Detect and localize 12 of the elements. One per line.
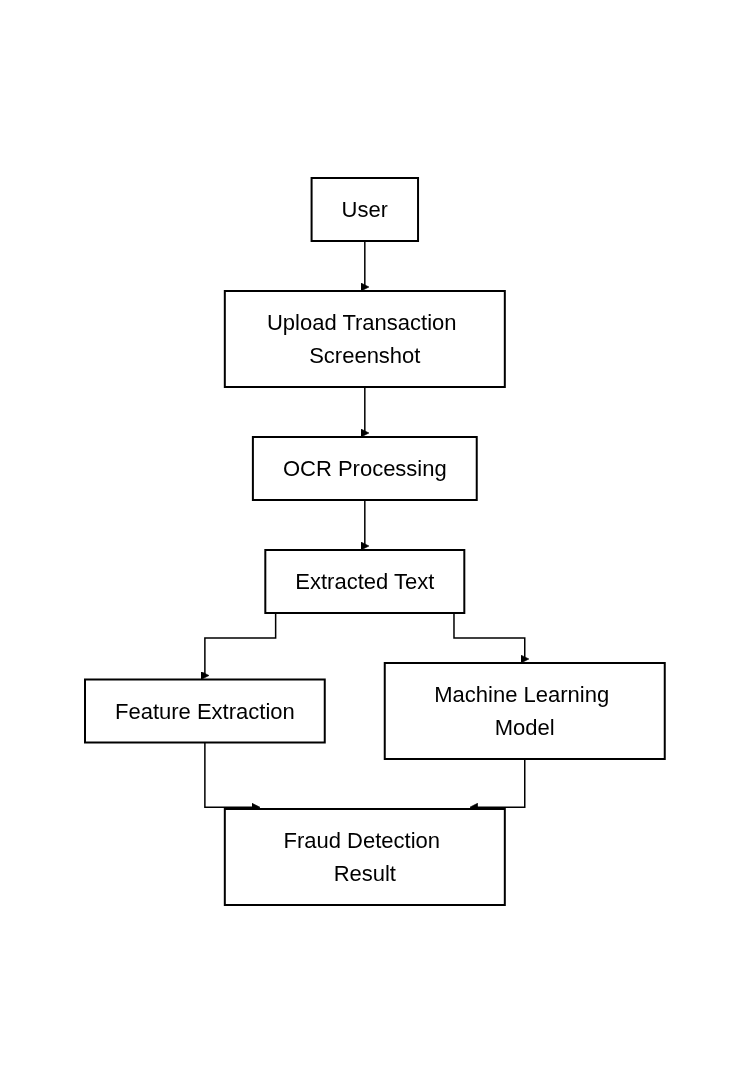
node-box: Feature Extraction xyxy=(84,678,326,743)
arrow xyxy=(360,498,370,550)
node-box: OCR Processing xyxy=(252,435,478,501)
arrow xyxy=(360,385,370,437)
arrow xyxy=(453,611,530,663)
node-box: Fraud Detection Result xyxy=(223,807,506,906)
node-box: Upload Transaction Screenshot xyxy=(223,289,506,388)
node-box: Machine Learning Model xyxy=(383,661,666,760)
arrow xyxy=(360,239,370,291)
node-box: Extracted Text xyxy=(264,548,466,614)
node-box: User xyxy=(310,176,420,242)
arrow xyxy=(200,611,277,680)
